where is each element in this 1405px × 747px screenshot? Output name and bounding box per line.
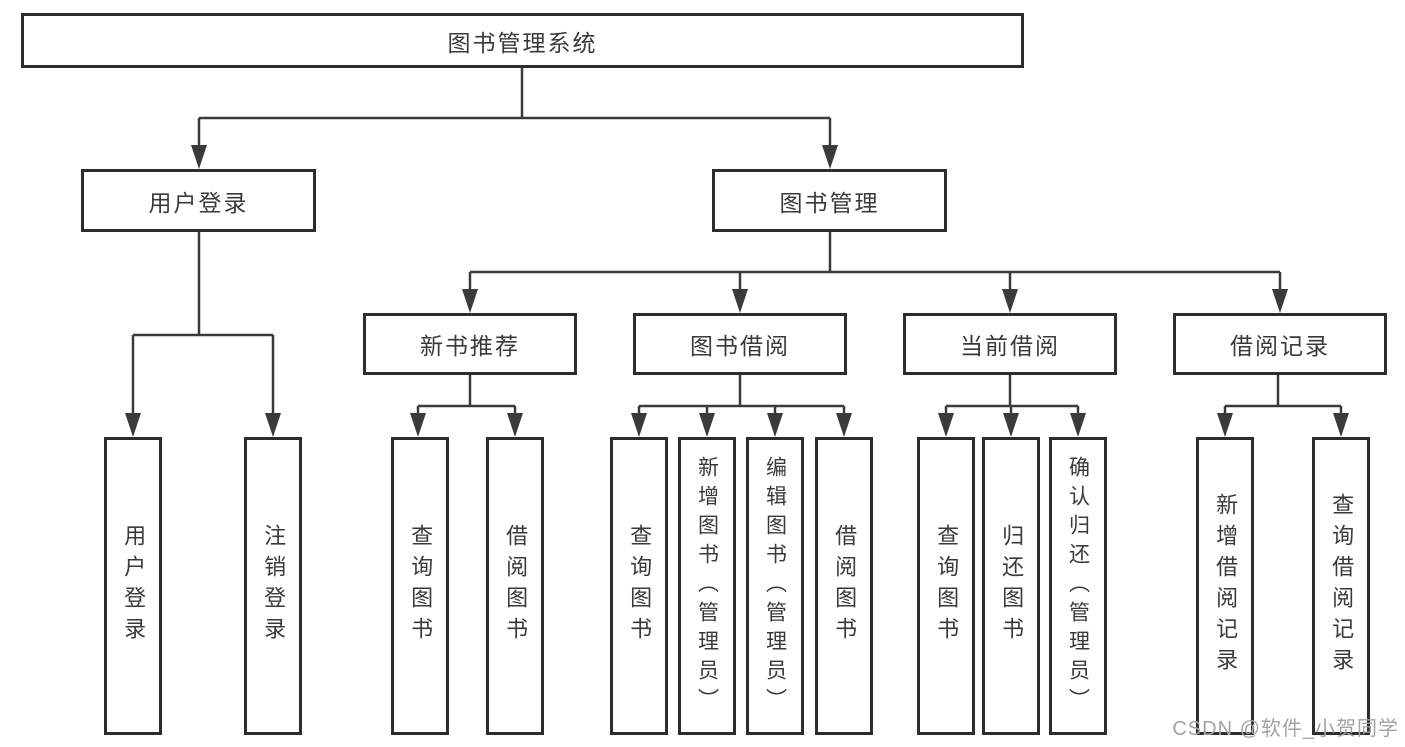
csdn-watermark: CSDN @软件_小贺同学: [1172, 718, 1399, 740]
leaf-add-books-admin-label: 新增图书（管理员）: [695, 455, 719, 717]
node-user-login: 用户登录: [81, 169, 316, 232]
leaf-newbook-borrow-books-label: 借阅图书: [503, 524, 529, 648]
node-book-management: 图书管理: [712, 169, 947, 232]
arrowheads-level2: [191, 145, 838, 169]
leaf-current-query-books: 查询图书: [917, 437, 975, 735]
node-current-borrow-label: 当前借阅: [960, 333, 1060, 359]
connector-borrow-to-leaves: [637, 375, 846, 415]
leaf-current-query-books-label: 查询图书: [934, 524, 960, 648]
leaf-borrow-query-books-label: 查询图书: [627, 524, 653, 648]
node-new-book-recommend-label: 新书推荐: [420, 333, 520, 359]
leaf-query-borrow-record-label: 查询借阅记录: [1329, 493, 1355, 679]
leaf-borrow-query-books: 查询图书: [610, 437, 668, 735]
node-root-label: 图书管理系统: [447, 29, 598, 56]
connector-newbook-to-leaves: [416, 375, 517, 415]
node-book-borrow-label: 图书借阅: [690, 333, 790, 359]
leaf-user-login-label: 用户登录: [121, 524, 147, 648]
node-current-borrow: 当前借阅: [903, 313, 1117, 375]
node-borrow-records-label: 借阅记录: [1230, 333, 1330, 359]
leaf-borrow-borrow-books: 借阅图书: [815, 437, 873, 735]
leaf-add-borrow-record: 新增借阅记录: [1196, 437, 1254, 735]
leaf-logout: 注销登录: [244, 437, 302, 735]
connector-manage-to-level3: [468, 232, 1282, 291]
leaf-newbook-borrow-books: 借阅图书: [486, 437, 544, 735]
node-book-borrow: 图书借阅: [633, 313, 847, 375]
node-book-management-label: 图书管理: [779, 189, 880, 216]
leaf-logout-label: 注销登录: [261, 524, 287, 648]
arrowheads-login-leaves: [125, 413, 281, 437]
node-new-book-recommend: 新书推荐: [363, 313, 577, 375]
leaf-return-books-label: 归还图书: [999, 524, 1025, 648]
leaf-query-borrow-record: 查询借阅记录: [1312, 437, 1370, 735]
leaf-newbook-query-books-label: 查询图书: [408, 524, 434, 648]
leaf-edit-books-admin: 编辑图书（管理员）: [746, 437, 804, 735]
connector-current-to-leaves: [944, 375, 1080, 415]
connector-records-to-leaves: [1223, 375, 1343, 415]
leaf-user-login: 用户登录: [104, 437, 162, 735]
arrowheads-records-leaves: [1217, 413, 1349, 437]
node-user-login-label: 用户登录: [148, 189, 249, 216]
leaf-confirm-return-admin: 确认归还（管理员）: [1049, 437, 1107, 735]
node-root: 图书管理系统: [21, 13, 1024, 68]
leaf-confirm-return-admin-label: 确认归还（管理员）: [1066, 455, 1090, 717]
arrowheads-borrow-leaves: [631, 413, 852, 437]
arrowheads-current-leaves: [938, 413, 1086, 437]
arrowheads-level3: [462, 289, 1288, 313]
connector-login-to-leaves: [131, 232, 275, 415]
arrowheads-newbook-leaves: [410, 413, 523, 437]
leaf-return-books: 归还图书: [982, 437, 1040, 735]
leaf-borrow-borrow-books-label: 借阅图书: [832, 524, 858, 648]
node-borrow-records: 借阅记录: [1173, 313, 1387, 375]
leaf-add-books-admin: 新增图书（管理员）: [678, 437, 736, 735]
leaf-newbook-query-books: 查询图书: [391, 437, 449, 735]
connector-root-to-level2: [197, 68, 832, 147]
leaf-edit-books-admin-label: 编辑图书（管理员）: [763, 455, 787, 717]
leaf-add-borrow-record-label: 新增借阅记录: [1213, 493, 1239, 679]
